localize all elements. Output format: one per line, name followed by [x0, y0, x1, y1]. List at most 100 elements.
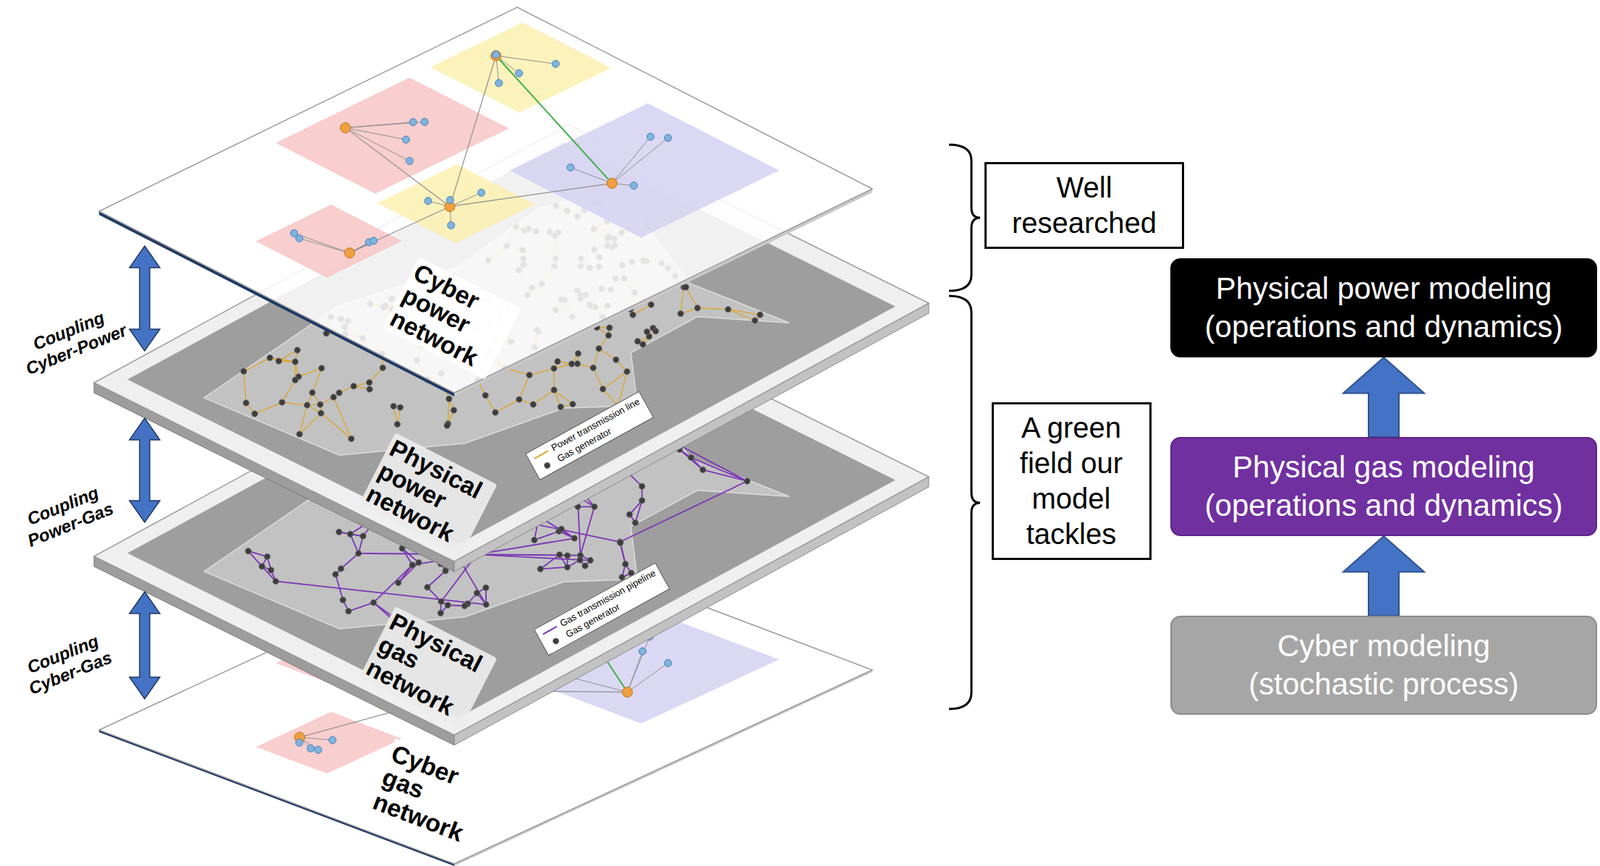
gas-pipeline	[373, 564, 413, 603]
node-text: (stochastic process)	[1183, 665, 1585, 704]
gas-generator-dot	[554, 358, 561, 364]
callout-box: Well researched	[984, 162, 1185, 249]
network-device	[567, 164, 575, 172]
network-device	[409, 118, 417, 126]
node-text: A green field our model tackles	[1008, 410, 1135, 552]
curly-bracket	[949, 144, 981, 291]
block-arrow	[1343, 357, 1425, 437]
gas-generator-dot	[483, 584, 489, 591]
gas-generator-dot	[461, 602, 468, 609]
node-text: Cyber modeling	[1183, 627, 1585, 666]
transmission-line	[282, 402, 308, 406]
gas-generator-dot	[347, 435, 354, 442]
gas-generator-dot	[446, 395, 453, 402]
legend-text: Gas transmission pipeline	[557, 567, 659, 631]
gas-generator-dot	[339, 596, 346, 603]
gas-generator-dot	[303, 402, 310, 408]
gas-generator-dot	[526, 371, 533, 378]
transmission-line	[728, 309, 761, 315]
gas-generator-dot	[366, 379, 372, 385]
coupling-label: Coupling Cyber-Gas	[7, 623, 126, 703]
transmission-line	[697, 308, 728, 310]
gas-generator-dot	[444, 601, 451, 608]
gas-generator-dot	[638, 483, 645, 489]
gas-generator-dot	[345, 608, 352, 615]
layer-name: Cyber gas network	[366, 737, 502, 853]
network-device	[420, 118, 429, 126]
legend-row: Power transmission line	[530, 395, 643, 465]
gas-generator-dot	[424, 584, 431, 591]
double-arrow	[129, 418, 160, 523]
gas-generator-dot	[292, 358, 299, 365]
network-link	[349, 206, 450, 253]
gas-generator-dot	[591, 503, 598, 510]
gas-generator-dot	[390, 402, 397, 409]
transmission-line	[243, 358, 270, 372]
gas-generator-dot	[394, 420, 400, 427]
gas-generator-dot	[682, 284, 689, 291]
gas-generator-dot	[482, 392, 489, 398]
transmission-line	[299, 413, 322, 434]
gas-generator-dot	[530, 401, 536, 408]
network-device	[314, 745, 322, 753]
network-device	[622, 687, 633, 698]
gas-generator-dot	[582, 562, 589, 569]
legend-line-sample	[543, 626, 557, 635]
block-arrow	[1343, 535, 1425, 616]
gas-generator-dot	[531, 536, 538, 543]
network-link	[345, 128, 450, 207]
network-device	[307, 744, 315, 752]
gas-generator-dot	[694, 305, 701, 312]
gas-generator-dot	[568, 360, 575, 367]
legend-sample	[541, 622, 560, 638]
transmission-line	[312, 368, 322, 393]
gas-generator-dot	[564, 564, 570, 570]
gas-generator-dot	[442, 567, 449, 574]
gas-generator-dot	[574, 360, 581, 367]
brackets	[949, 144, 981, 709]
gas-generator-dot	[370, 599, 377, 606]
transmission-line	[298, 368, 322, 377]
gas-generator-dot	[258, 563, 265, 570]
gas-generator-dot	[366, 386, 373, 393]
gas-pipeline	[275, 580, 487, 604]
transmission-line	[282, 379, 296, 403]
network-link	[449, 183, 612, 207]
coupling-label: Coupling Cyber-Power	[13, 300, 132, 380]
gas-generator-dot	[569, 400, 576, 407]
network-link	[611, 138, 668, 184]
gas-generator-dot	[337, 565, 344, 572]
transmission-line	[495, 399, 520, 413]
layer-name: Physical gas network	[359, 606, 498, 730]
transmission-line	[680, 287, 684, 314]
transmission-line	[554, 389, 573, 405]
network-device	[492, 50, 500, 58]
gas-generator-dot	[648, 301, 654, 308]
legend-sample	[532, 447, 552, 463]
gas-pipeline	[398, 562, 419, 584]
gas-generator-dot	[296, 431, 303, 437]
double-arrow	[129, 245, 160, 351]
network-device	[295, 738, 304, 746]
legend-sample	[546, 633, 566, 649]
gas-generator-dot	[266, 354, 273, 361]
transmission-line	[254, 402, 283, 414]
gas-generator-dot	[355, 550, 361, 557]
gas-generator-dot	[245, 548, 251, 555]
gas-generator-dot	[626, 511, 633, 518]
gas-generator-dot	[450, 407, 457, 414]
gas-generator-dot	[558, 525, 565, 532]
gas-generator-dot	[622, 561, 628, 568]
cyber-network-drawing	[256, 22, 780, 278]
gas-generator-dot	[275, 358, 282, 364]
legend-row: Gas generator	[545, 577, 665, 651]
gas-generator-dot	[251, 410, 258, 417]
gas-pipeline	[340, 553, 359, 569]
gas-generator-dot	[605, 332, 612, 338]
gas-generator-dot	[335, 528, 342, 535]
gas-generator-dot	[309, 389, 316, 396]
layer-face	[99, 7, 873, 393]
network-device	[664, 659, 672, 667]
network-device	[446, 196, 454, 204]
